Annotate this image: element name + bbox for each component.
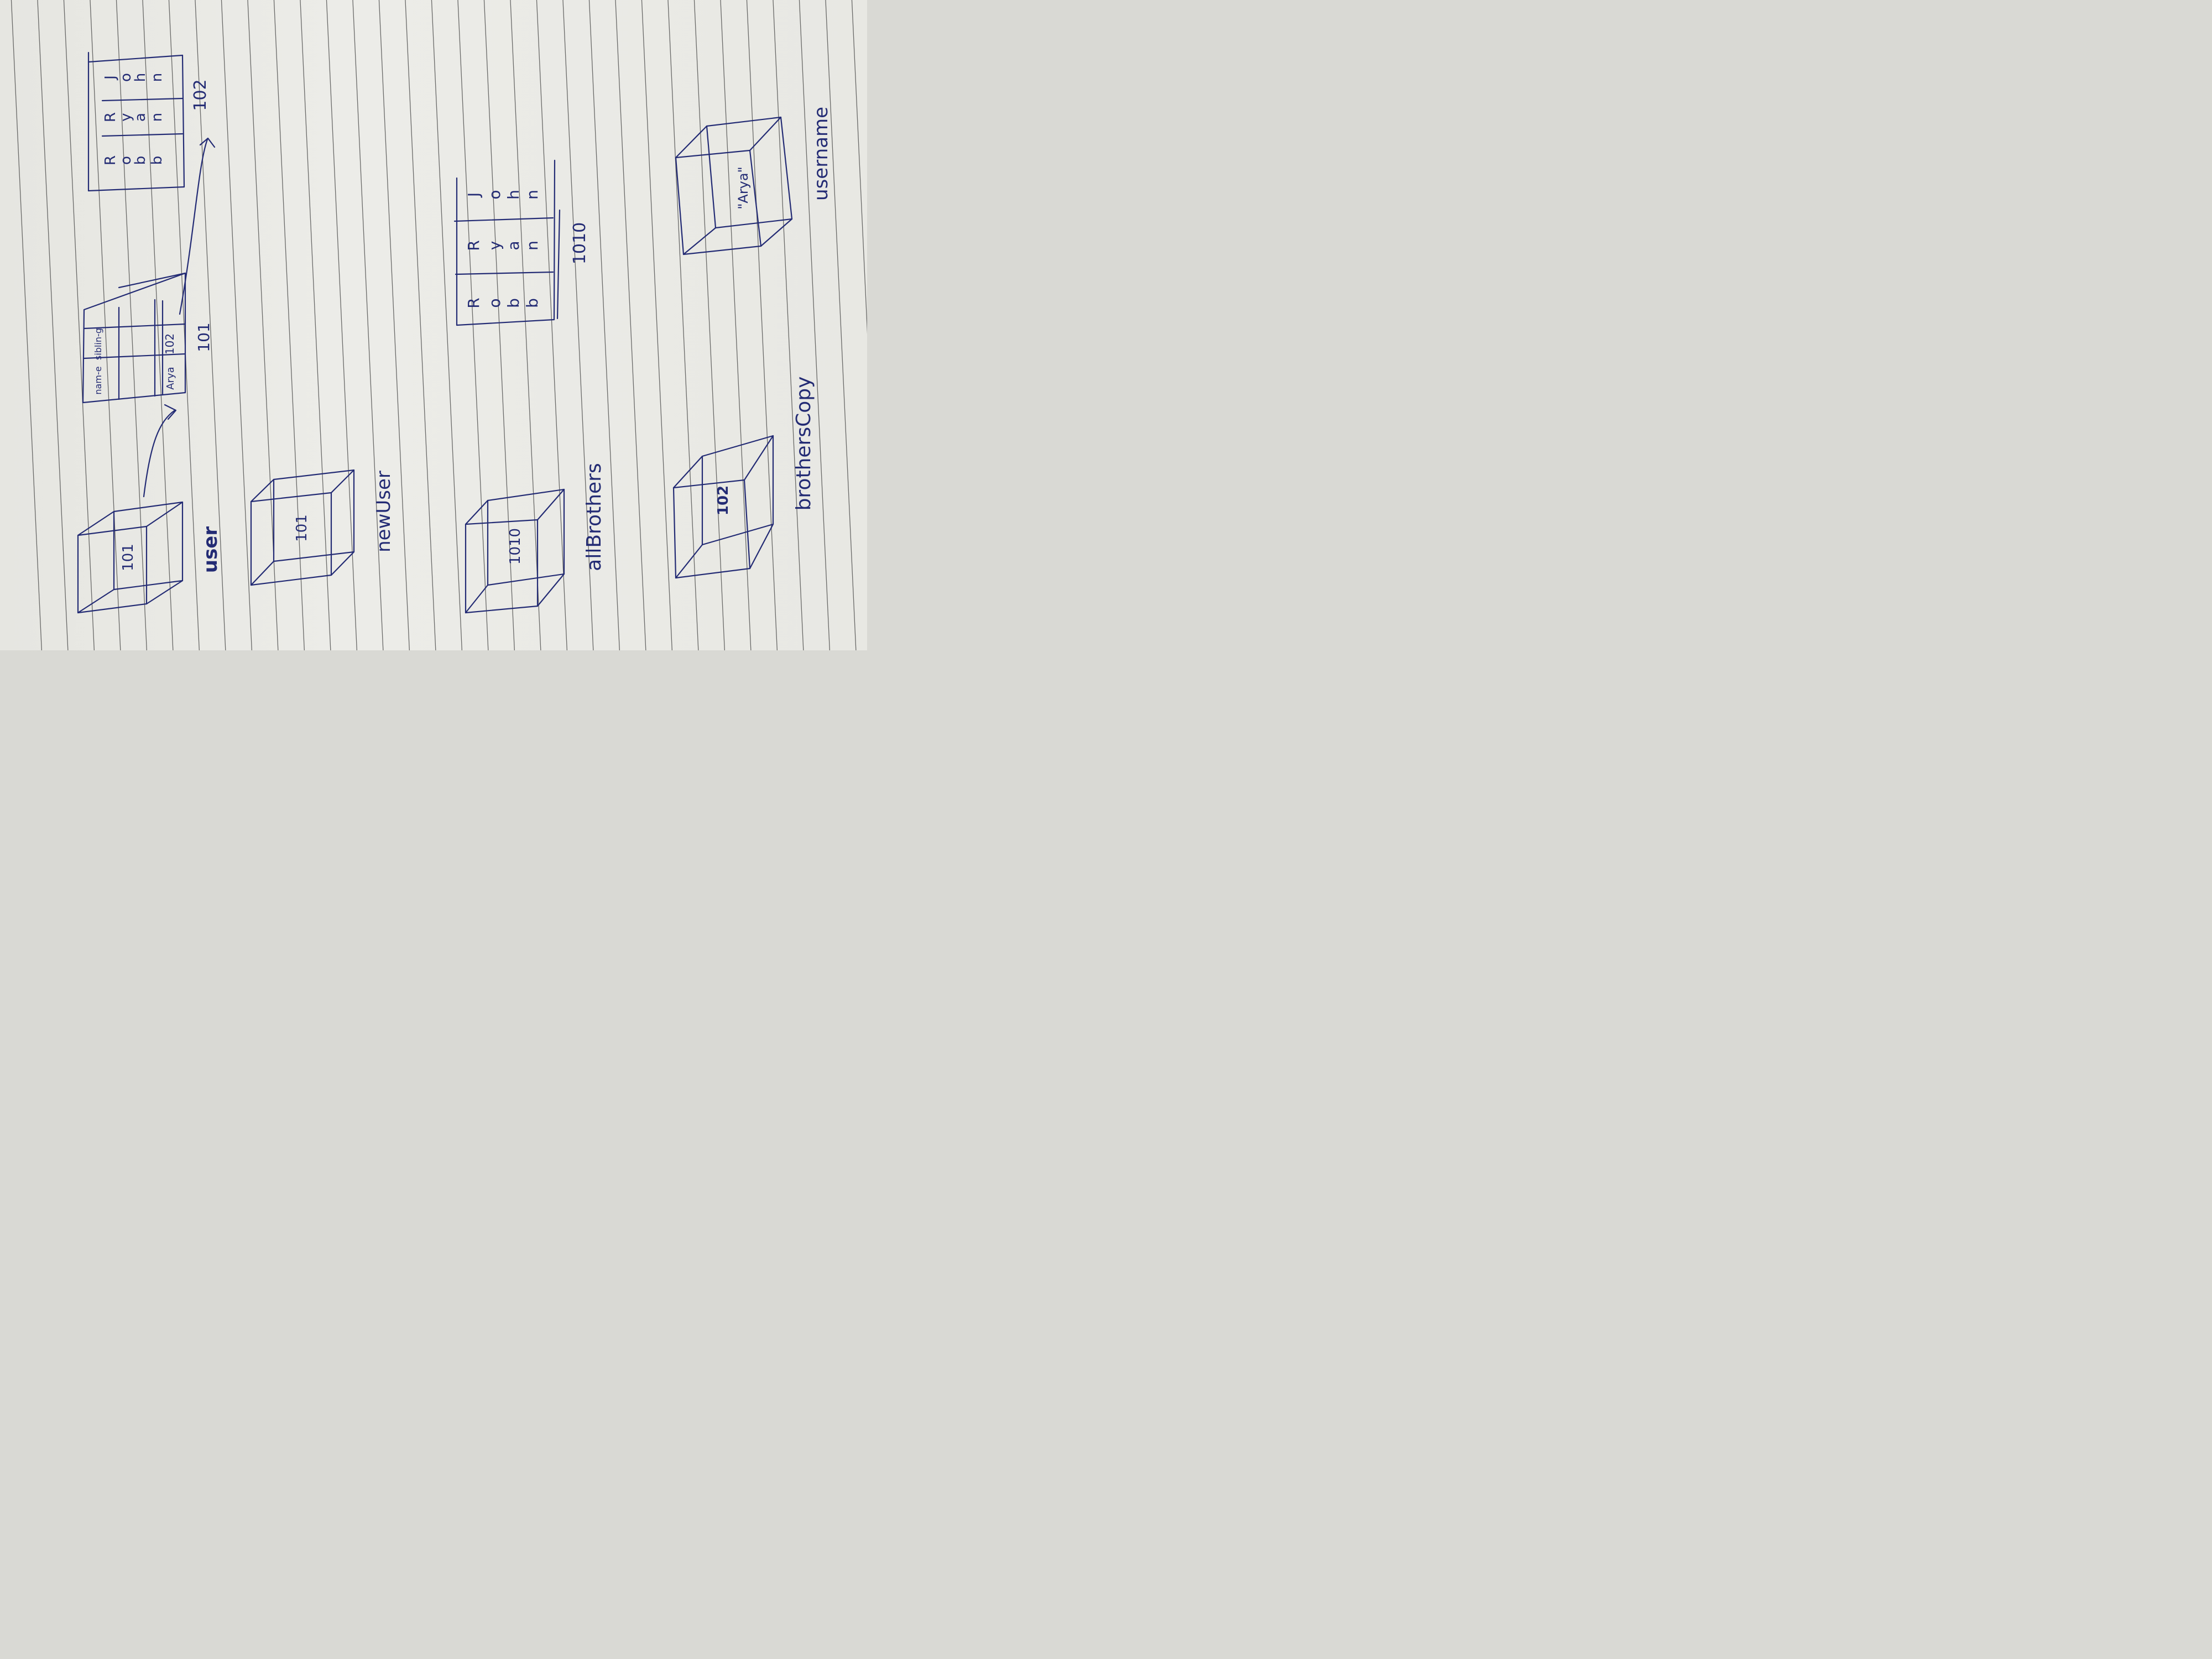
array-cell: o bbox=[118, 73, 134, 82]
array-cell: a bbox=[132, 113, 149, 122]
variable-box-username bbox=[675, 116, 793, 255]
array-cell: a bbox=[504, 241, 523, 250]
array-cell: h bbox=[132, 73, 149, 82]
ruled-line bbox=[588, 0, 620, 650]
array-cell: y bbox=[118, 113, 134, 121]
ruled-line bbox=[300, 0, 331, 650]
ruled-line bbox=[378, 0, 410, 650]
array-cell: R bbox=[102, 112, 119, 122]
array-cell: b bbox=[149, 156, 165, 165]
ruled-line bbox=[63, 0, 95, 650]
box-username-value: "Arya" bbox=[735, 166, 751, 209]
ruled-line bbox=[510, 0, 541, 650]
array-cell: o bbox=[486, 190, 504, 199]
variable-box-allBrothers bbox=[465, 488, 565, 614]
box-allBrothers-value: 1010 bbox=[507, 528, 524, 565]
ruled-line bbox=[37, 0, 69, 650]
ruled-line bbox=[773, 0, 804, 650]
pointer-arrow-user-to-101 bbox=[143, 404, 177, 498]
ruled-line bbox=[693, 0, 725, 650]
ruled-line bbox=[273, 0, 305, 650]
ruled-line bbox=[536, 0, 567, 650]
object-101-header-sibling: siblin-g bbox=[93, 328, 103, 360]
ruled-line bbox=[90, 0, 121, 650]
ruled-line bbox=[431, 0, 462, 650]
ruled-line bbox=[746, 0, 778, 650]
ruled-line bbox=[221, 0, 252, 650]
array-1010-address: 1010 bbox=[570, 222, 589, 264]
ruled-line bbox=[326, 0, 357, 650]
array-102-address: 102 bbox=[191, 79, 210, 111]
ruled-line bbox=[720, 0, 752, 650]
variable-label-allBrothers: allBrothers bbox=[583, 463, 606, 571]
array-cell: n bbox=[523, 241, 541, 251]
variable-box-user bbox=[77, 501, 184, 614]
array-cell: n bbox=[523, 190, 541, 200]
box-brothersCopy-value: 102 bbox=[715, 486, 732, 515]
memory-diagram: 101 user nam-e siblin-g Arya 102 101 Rob… bbox=[11, 0, 867, 650]
variable-box-newUser bbox=[250, 469, 355, 586]
array-cell: n bbox=[149, 73, 165, 82]
box-newUser-value: 101 bbox=[294, 514, 310, 542]
ruled-line bbox=[457, 0, 489, 650]
ruled-line bbox=[11, 0, 42, 650]
box-user-value: 101 bbox=[120, 544, 137, 571]
object-101-header-name: nam-e bbox=[93, 366, 103, 394]
ruled-line bbox=[142, 0, 174, 650]
variable-label-brothersCopy: brothersCopy bbox=[792, 377, 815, 511]
ruled-line bbox=[483, 0, 515, 650]
ruled-line bbox=[851, 0, 867, 334]
array-cell: R bbox=[102, 155, 119, 165]
array-cell: b bbox=[132, 156, 149, 165]
array-cell: b bbox=[523, 298, 541, 308]
ruled-line bbox=[641, 0, 672, 650]
ruled-line bbox=[168, 0, 200, 650]
ruled-line bbox=[825, 0, 857, 650]
array-cell: n bbox=[149, 113, 165, 122]
array-cell: J bbox=[465, 192, 483, 198]
array-cell: y bbox=[486, 241, 504, 251]
variable-label-newUser: newUser bbox=[373, 471, 395, 552]
ruled-line bbox=[195, 0, 226, 650]
array-102-table bbox=[87, 51, 185, 192]
object-101-address: 101 bbox=[195, 322, 213, 352]
notebook-ruled-lines bbox=[11, 0, 867, 650]
array-cell: b bbox=[504, 298, 523, 308]
ruled-line bbox=[615, 0, 646, 650]
array-cell: o bbox=[118, 156, 134, 165]
array-cell: R bbox=[465, 298, 483, 308]
object-101-table bbox=[82, 272, 186, 404]
variable-box-brothersCopy bbox=[672, 435, 774, 579]
ruled-line bbox=[405, 0, 436, 650]
array-cell: o bbox=[486, 298, 504, 307]
ruled-line bbox=[352, 0, 384, 650]
array-1010-table bbox=[453, 159, 561, 326]
array-cell: J bbox=[102, 75, 119, 81]
variable-label-username: username bbox=[810, 107, 832, 201]
array-cell: R bbox=[465, 240, 483, 251]
array-cell: h bbox=[504, 190, 523, 200]
object-101-value-sibling: 102 bbox=[163, 333, 176, 354]
pointer-arrow-sibling-to-102 bbox=[179, 137, 216, 315]
object-101-value-name: Arya bbox=[165, 367, 176, 389]
variable-label-user: user bbox=[200, 526, 222, 573]
ruled-line bbox=[799, 0, 830, 650]
ruled-line bbox=[562, 0, 594, 650]
ruled-line bbox=[667, 0, 699, 650]
